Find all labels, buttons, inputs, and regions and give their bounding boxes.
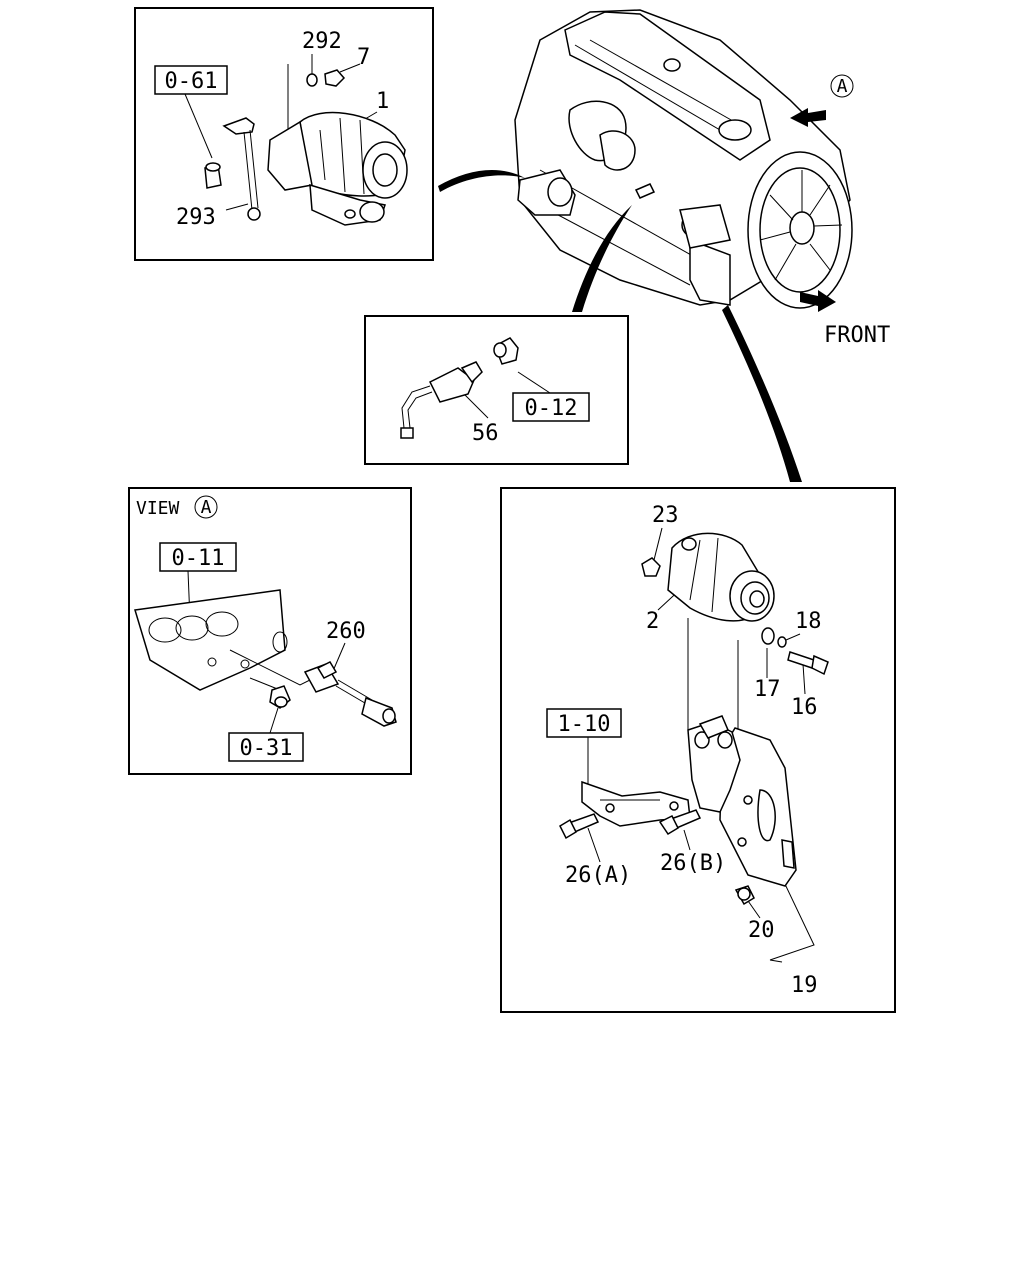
view-a-marker: A [837, 76, 848, 97]
view-a-title: VIEW [136, 498, 180, 519]
ref-label-1-10: 1-10 [558, 712, 611, 737]
ref-label-0-12: 0-12 [525, 396, 578, 421]
leader-starter [438, 170, 525, 192]
front-arrow: FRONT [800, 290, 890, 348]
part-label-1: 1 [376, 89, 389, 114]
ref-box-0-12 [512, 392, 590, 422]
leader-sensor [572, 205, 632, 312]
panel-view-a: VIEW A 0-11 0-31 260 [128, 487, 412, 775]
part-label-56: 56 [472, 421, 499, 446]
ref-box-0-31 [228, 732, 304, 762]
part-label-260: 260 [326, 619, 366, 644]
panel-alternator: 1-10 23 2 18 17 16 26(A) 26(B) 20 19 [500, 487, 896, 1013]
ref-label-0-11: 0-11 [172, 546, 225, 571]
front-label: FRONT [824, 323, 890, 348]
leader-alternator [722, 305, 802, 482]
part-label-23: 23 [652, 503, 679, 528]
part-label-19: 19 [791, 973, 818, 998]
part-label-293: 293 [176, 205, 216, 230]
view-a-arrow: A [790, 74, 854, 127]
panel-starter: 0-61 292 7 1 293 [134, 7, 434, 261]
part-label-7: 7 [357, 45, 370, 70]
ref-label-0-31: 0-31 [240, 736, 293, 761]
part-label-26b: 26(B) [660, 851, 726, 876]
engine-assembly [514, 9, 853, 309]
part-label-20: 20 [748, 918, 775, 943]
ref-label-0-61: 0-61 [165, 69, 218, 94]
part-label-26a: 26(A) [565, 863, 631, 888]
panel-sensor: 0-12 56 [364, 315, 629, 465]
part-label-292: 292 [302, 29, 342, 54]
part-label-16: 16 [791, 695, 818, 720]
ref-box-0-61 [154, 65, 228, 95]
part-label-2: 2 [646, 609, 659, 634]
ref-box-1-10 [546, 708, 622, 738]
part-label-17: 17 [754, 677, 781, 702]
part-label-18: 18 [795, 609, 822, 634]
ref-box-0-11 [159, 542, 237, 572]
view-a-panel-marker: A [201, 497, 212, 518]
